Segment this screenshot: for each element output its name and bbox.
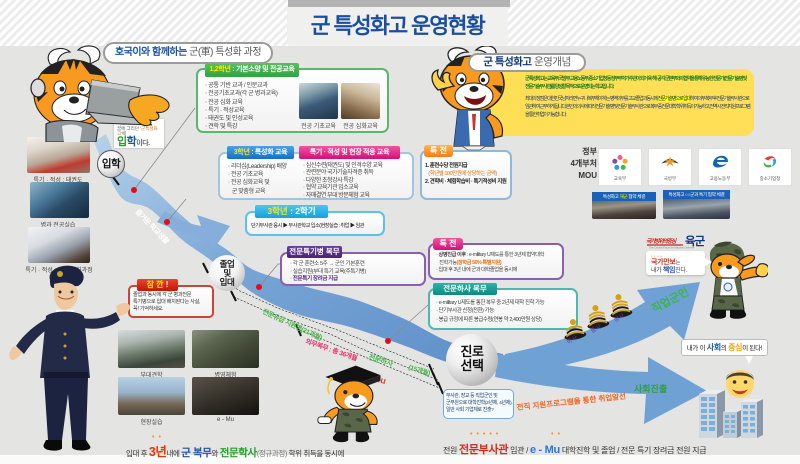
svg-text:교육부: 교육부 <box>614 176 626 182</box>
svg-text:국가방위의 중심: 국가방위의 중심 <box>646 238 677 245</box>
svg-text:고용노동부: 고용노동부 <box>710 176 731 182</box>
svg-text:사회진출: 사회진출 <box>634 383 667 394</box>
svg-text:(15개월): (15개월) <box>407 362 431 377</box>
svg-text:국방부: 국방부 <box>664 175 676 182</box>
svg-text:The Central Force for National: The Central Force for National Defense <box>649 246 695 250</box>
svg-text:중소기업청: 중소기업청 <box>760 175 781 182</box>
svg-text:육군: 육군 <box>685 235 706 248</box>
svg-text:전직 지원프로그램을 통한 취업알선: 전직 지원프로그램을 통한 취업알선 <box>516 391 626 412</box>
